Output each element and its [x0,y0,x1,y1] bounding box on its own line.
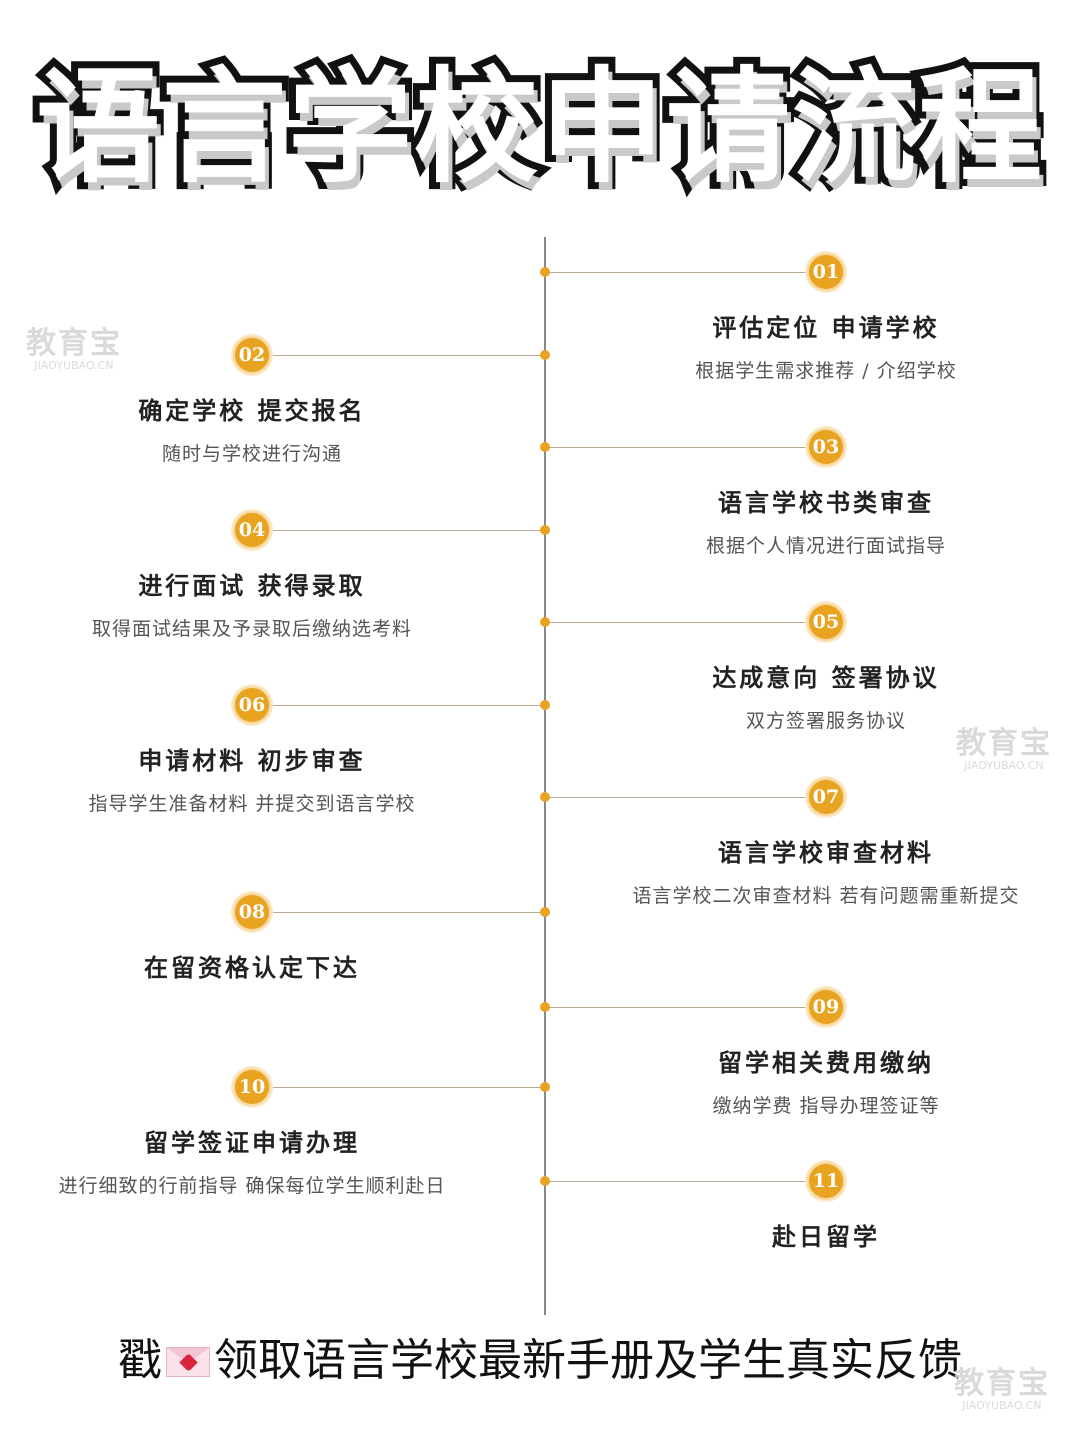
step-title: 确定学校 提交报名 [138,397,366,425]
step-connector [545,1007,826,1008]
footer-call-to-action[interactable]: 戳 领取语言学校最新手册及学生真实反馈 [0,1326,1080,1396]
step-connector [252,530,545,531]
step-connector [545,1181,826,1182]
watermark-brand: 教育宝 [954,1366,1050,1401]
axis-dot [540,617,550,627]
step-number-badge: 07 [807,778,845,816]
step-connector [545,622,826,623]
step-title: 语言学校书类审查 [718,489,934,517]
step-description: 指导学生准备材料 并提交到语言学校 [88,793,416,815]
axis-dot [540,350,550,360]
page-title: 语言学校申请流程 [29,49,1049,207]
step-number-badge: 09 [807,988,845,1026]
step-title: 进行面试 获得录取 [138,572,366,600]
step-title: 申请材料 初步审查 [138,747,366,775]
step-connector [545,797,826,798]
step-description: 进行细致的行前指导 确保每位学生顺利赴日 [58,1175,446,1197]
step-title: 留学相关费用缴纳 [718,1049,934,1077]
step-description: 缴纳学费 指导办理签证等 [712,1095,940,1117]
step-description: 根据个人情况进行面试指导 [705,535,946,557]
step-title: 评估定位 申请学校 [712,314,940,342]
watermark-brand: 教育宝 [956,726,1052,761]
step-number-badge: 08 [233,893,271,931]
step-description: 取得面试结果及予录取后缴纳选考料 [91,618,412,640]
axis-dot [540,1082,550,1092]
axis-dot [540,442,550,452]
step-number-badge: 10 [233,1068,271,1106]
step-description: 随时与学校进行沟通 [161,443,342,465]
step-number-badge: 02 [233,336,271,374]
axis-dot [540,267,550,277]
step-connector [252,912,545,913]
step-title: 留学签证申请办理 [144,1129,360,1157]
step-description: 语言学校二次审查材料 若有问题需重新提交 [632,885,1020,907]
axis-dot [540,1002,550,1012]
axis-dot [540,525,550,535]
love-letter-icon [166,1347,210,1377]
step-description: 根据学生需求推荐 / 介绍学校 [695,360,957,382]
step-number-badge: 11 [807,1162,845,1200]
step-connector [252,355,545,356]
step-connector [252,705,545,706]
step-title: 语言学校审查材料 [718,839,934,867]
watermark: 教育宝 JIAOYUBAO.CN [944,728,1064,772]
step-title: 达成意向 签署协议 [712,664,940,692]
step-title: 赴日留学 [772,1223,880,1251]
watermark-url: JIAOYUBAO.CN [962,1399,1042,1412]
watermark-brand: 教育宝 [26,326,122,361]
watermark: 教育宝 JIAOYUBAO.CN [14,328,134,372]
step-connector [545,272,826,273]
step-number-badge: 01 [807,253,845,291]
footer-prefix: 戳 [118,1335,162,1386]
step-number-badge: 03 [807,428,845,466]
watermark-url: JIAOYUBAO.CN [34,359,114,372]
step-description: 双方签署服务协议 [745,710,906,732]
axis-dot [540,1176,550,1186]
footer-text: 领取语言学校最新手册及学生真实反馈 [214,1335,962,1386]
step-number-badge: 05 [807,603,845,641]
step-connector [252,1087,545,1088]
axis-dot [540,792,550,802]
step-connector [545,447,826,448]
timeline-axis [544,237,546,1315]
step-number-badge: 06 [233,686,271,724]
step-title: 在留资格认定下达 [144,954,360,982]
axis-dot [540,700,550,710]
axis-dot [540,907,550,917]
watermark: 教育宝 JIAOYUBAO.CN [942,1368,1062,1412]
step-number-badge: 04 [233,511,271,549]
watermark-url: JIAOYUBAO.CN [964,759,1044,772]
